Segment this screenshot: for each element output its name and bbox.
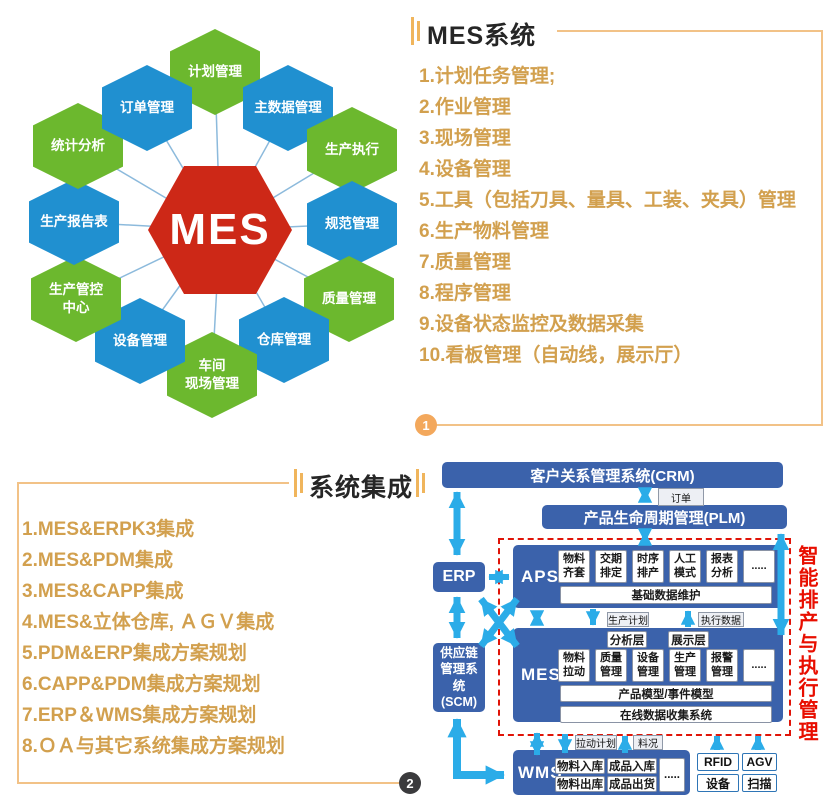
crm-bar: 客户关系管理系统(CRM) [442,462,783,488]
wms-label: WMS [518,762,563,782]
aps-cell: 时序 排产 [632,550,664,583]
title-tick [411,17,414,45]
mes-product-model-row: 产品模型/事件模型 [560,685,772,702]
section-badge-2: 2 [399,772,421,794]
integration-item: 6.CAPP&PDM集成方案规划 [22,674,261,695]
device-cell: RFID [697,753,739,771]
integration-panel-title: 系统集成 [309,474,414,502]
plm-bar: 产品生命周期管理(PLM) [542,505,787,529]
order-tag: 订单 [658,488,704,506]
mes-feature-item: 9.设备状态监控及数据采集 [419,314,644,335]
wms-cell: 成品入库 [607,758,657,774]
panel-frame-top [557,30,822,32]
aps-cell: ..... [743,550,775,583]
mes-cell: 物料 拉动 [558,649,590,682]
aps-cell: 物料 齐套 [558,550,590,583]
wms-cell: 成品出货 [607,776,657,792]
integration-item: 2.MES&PDM集成 [22,550,173,571]
mes-feature-item: 6.生产物料管理 [419,221,549,242]
mes-panel-title: MES系统 [427,22,537,50]
mes-label: MES [521,665,561,684]
mes-feature-item: 3.现场管理 [419,128,511,149]
mes-feature-item: 4.设备管理 [419,159,511,180]
mes-display-layer: 展示层 [668,631,709,648]
panel-frame-bottom [436,424,823,426]
panel-frame-top [17,482,289,484]
integration-list: 1.MES&ERPK3集成 2.MES&PDM集成 3.MES&CAPP集成 4.ME… [22,514,412,762]
panel-frame-left [17,482,19,784]
title-tick [294,469,297,497]
mes-cell: 生产 管理 [669,649,701,682]
integration-item: 3.MES&CAPP集成 [22,581,184,602]
scm-label: 供应链 管理系 统 (SCM) [440,646,478,709]
mes-hexagon-diagram: 计划管理主数据管理生产执行规范管理质量管理仓库管理车间 现场管理设备管理生产管控… [0,0,420,445]
pull-plan-tag: 拉动计划 [575,735,617,750]
device-cell: 扫描 [742,774,777,792]
mes-analysis-layer: 分析层 [607,631,647,648]
material-status-tag: 料况 [633,735,663,750]
wms-dots-cell: ..... [659,758,685,792]
panel-frame-right [821,30,823,425]
integration-item: 5.PDM&ERP集成方案规划 [22,643,247,664]
mes-feature-item: 10.看板管理（自动线，展示厅） [419,345,693,366]
scm-box: 供应链 管理系 统 (SCM) [433,643,485,712]
integration-item: 7.ERP＆WMS集成方案规划 [22,705,257,726]
mes-feature-item: 5.工具（包括刀具、量具、工装、夹具）管理 [419,190,796,211]
mes-cell: ..... [743,649,775,682]
title-tick [422,473,425,493]
device-cell: 设备 [697,774,739,792]
mes-feature-item: 2.作业管理 [419,97,511,118]
execution-data-tag: 执行数据 [698,612,744,627]
arrow-scm-wms [447,718,505,785]
integration-item: 1.MES&ERPK3集成 [22,519,195,540]
mes-feature-item: 8.程序管理 [419,283,511,304]
erp-box: ERP [433,562,485,592]
mes-cell: 报警 管理 [706,649,738,682]
aps-base-data-row: 基础数据维护 [560,586,772,604]
side-caption-vertical: 智能排产与执行管理 [795,545,817,743]
aps-cell: 人工 模式 [669,550,701,583]
mes-feature-list: 1.计划任务管理; 2.作业管理 3.现场管理 4.设备管理 5.工具（包括刀具、量具、… [419,61,796,371]
aps-cell: 报表 分析 [706,550,738,583]
title-tick [417,21,420,41]
wms-cell: 物料入库 [555,758,605,774]
mes-online-data-row: 在线数据收集系统 [560,706,772,723]
integration-item: 8.ＯＡ与其它系统集成方案规划 [22,736,285,757]
aps-label: APS [521,566,559,586]
panel-frame-bottom [17,782,402,784]
section-badge-1: 1 [415,414,437,436]
production-plan-tag: 生产计划 [607,612,649,627]
mes-feature-item: 1.计划任务管理; [419,66,556,87]
system-architecture-diagram: 客户关系管理系统(CRM) 产品生命周期管理(PLM) ERP APS MES … [430,455,828,808]
wms-cell: 物料出库 [555,776,605,792]
aps-cell: 交期 排定 [595,550,627,583]
mes-cell: 设备 管理 [632,649,664,682]
mes-feature-item: 7.质量管理 [419,252,511,273]
mes-cell: 质量 管理 [595,649,627,682]
title-tick [300,473,303,493]
device-cell: AGV [742,753,777,771]
integration-item: 4.MES&立体仓库, ＡＧＶ集成 [22,612,275,633]
title-tick [416,469,419,497]
